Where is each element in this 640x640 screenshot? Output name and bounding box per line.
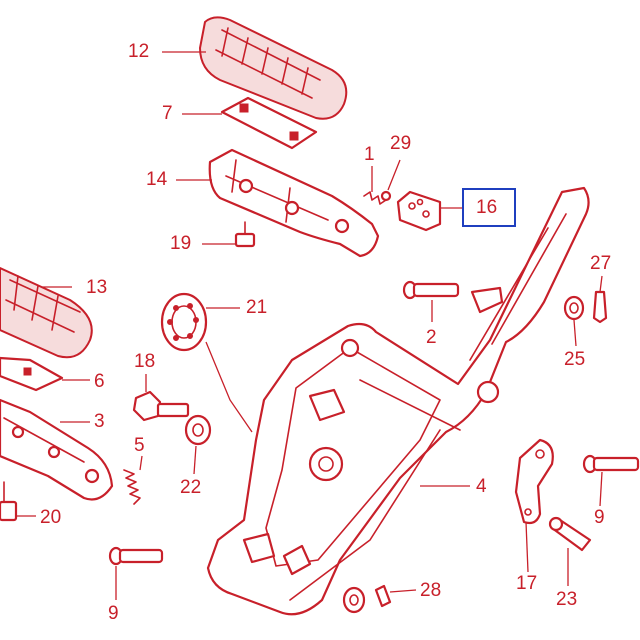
part-23-bolt bbox=[548, 516, 592, 552]
callout-25: 25 bbox=[564, 349, 586, 370]
callout-18: 18 bbox=[134, 351, 156, 372]
callout-27: 27 bbox=[590, 253, 612, 274]
callout-9-right: 9 bbox=[594, 507, 605, 528]
part-17-arm bbox=[514, 438, 554, 525]
part-5-spring bbox=[123, 469, 141, 505]
part-22-washer bbox=[184, 414, 212, 446]
callout-22: 22 bbox=[180, 477, 202, 498]
callout-16-highlighted: 16 bbox=[462, 188, 516, 227]
callout-2: 2 bbox=[426, 327, 437, 348]
callout-9-left: 9 bbox=[108, 603, 119, 624]
part-18-bolt bbox=[132, 390, 190, 422]
part-2-pin bbox=[402, 280, 504, 314]
part-28-clip bbox=[374, 584, 392, 608]
callout-1: 1 bbox=[364, 144, 375, 165]
part-12-peg-rubber bbox=[199, 16, 348, 120]
part-1-spring bbox=[363, 191, 387, 205]
callout-5: 5 bbox=[134, 435, 145, 456]
callout-17: 17 bbox=[516, 573, 538, 594]
part-25-nut bbox=[563, 295, 585, 321]
part-4-step-holder bbox=[206, 186, 590, 616]
callout-28: 28 bbox=[420, 580, 442, 601]
leader-lines bbox=[16, 51, 603, 600]
part-27-bolt bbox=[592, 290, 608, 324]
callout-12: 12 bbox=[128, 41, 150, 62]
callout-20: 20 bbox=[40, 507, 62, 528]
part-29-ball bbox=[380, 190, 392, 202]
callout-21: 21 bbox=[246, 297, 268, 318]
part-3-rear-footpeg bbox=[0, 398, 114, 501]
callout-14: 14 bbox=[146, 169, 168, 190]
part-16-detent-plate bbox=[396, 190, 442, 232]
part-20-bolt bbox=[0, 481, 18, 522]
part-14-footpeg bbox=[208, 148, 380, 258]
callout-4: 4 bbox=[476, 476, 487, 497]
callout-3: 3 bbox=[94, 411, 105, 432]
callout-6: 6 bbox=[94, 371, 105, 392]
part-21-bearing bbox=[160, 292, 208, 352]
part-9-pin-left bbox=[108, 546, 164, 566]
callout-29: 29 bbox=[390, 133, 412, 154]
part-9-pin-right bbox=[582, 454, 640, 474]
callout-7: 7 bbox=[162, 103, 173, 124]
washer-bottom bbox=[342, 586, 366, 614]
part-6-plate bbox=[0, 356, 64, 392]
callout-13: 13 bbox=[86, 277, 108, 298]
callout-23: 23 bbox=[556, 589, 578, 610]
part-13-rear-peg-rubber bbox=[0, 267, 93, 359]
part-19-bolt bbox=[234, 221, 256, 248]
callout-19: 19 bbox=[170, 233, 192, 254]
part-7-plate bbox=[220, 96, 318, 150]
